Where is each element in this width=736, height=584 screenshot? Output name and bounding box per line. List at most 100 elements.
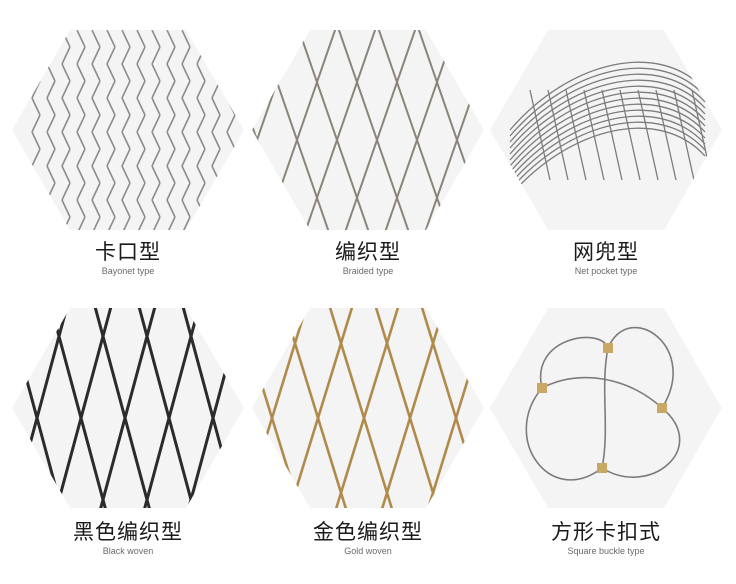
gold-woven-mesh-image	[252, 308, 484, 508]
wire-strand	[166, 165, 176, 184]
wire-strand	[673, 89, 695, 181]
wire-strand	[46, 30, 56, 48]
wire-strand	[181, 30, 191, 48]
wire-strand	[136, 97, 146, 116]
wire-strand	[88, 308, 162, 508]
product-card-net-pocket: 网兜型 Net pocket type	[490, 30, 722, 306]
wire-strand	[151, 148, 161, 167]
black-woven-mesh-image	[12, 308, 244, 508]
wire-strand	[76, 148, 86, 167]
product-title: 卡口型	[95, 240, 161, 264]
buckle-icon	[597, 463, 607, 473]
wire-strand	[46, 131, 56, 150]
wire-strand	[91, 80, 101, 99]
wire-strand	[121, 114, 131, 133]
product-subtitle: Square buckle type	[567, 546, 645, 556]
wire-strand	[166, 114, 176, 133]
wire-strand	[121, 199, 131, 218]
wire-strand	[91, 199, 101, 218]
wire-strand	[91, 165, 101, 184]
wire-strand	[31, 148, 41, 167]
wire-strand	[46, 165, 56, 184]
wire-strand	[31, 199, 41, 218]
wire-strand	[91, 182, 101, 201]
wire-strand	[136, 165, 146, 184]
product-subtitle: Braided type	[342, 266, 394, 276]
wire-strand	[151, 80, 161, 99]
wire-strand	[46, 216, 56, 230]
wire-strand	[181, 165, 191, 184]
wire-strand	[91, 97, 101, 116]
wire-strand	[166, 30, 176, 48]
wire-strand	[601, 89, 623, 181]
buckle-icon	[537, 383, 547, 393]
wire-strand	[136, 148, 146, 167]
wire-strand	[121, 97, 131, 116]
wire-strand	[226, 199, 236, 218]
wire-strand	[151, 131, 161, 150]
product-title: 编织型	[335, 240, 401, 264]
wire-strand	[196, 97, 206, 116]
wire-strand	[31, 30, 41, 48]
product-card-gold-woven: 金色编织型 Gold woven	[252, 308, 484, 584]
wire-strand	[211, 216, 221, 230]
wire-strand	[121, 30, 131, 48]
wire-strand	[31, 182, 41, 201]
wire-strand	[655, 89, 677, 181]
product-card-square-buckle: 方形卡扣式 Square buckle type	[490, 308, 722, 584]
wire-strand	[136, 131, 146, 150]
wire-strand	[166, 131, 176, 150]
product-title: 黑色编织型	[73, 520, 183, 544]
wire-strand	[136, 30, 146, 48]
wire-strand	[509, 85, 706, 155]
wire-strand	[211, 131, 221, 150]
wire-strand	[76, 199, 86, 218]
wire-strand	[76, 182, 86, 201]
wire-strand	[252, 308, 314, 508]
wire-strand	[181, 131, 191, 150]
wire-strand	[31, 216, 41, 230]
wire-strand	[91, 63, 101, 82]
wire-strand	[196, 165, 206, 184]
wire-strand	[619, 89, 641, 181]
wire-strand	[121, 165, 131, 184]
wire-strand	[565, 89, 587, 181]
wire-strand	[121, 148, 131, 167]
wire-strand	[509, 103, 706, 173]
wire-strand	[91, 30, 101, 48]
wire-strand	[509, 127, 706, 197]
wire-strand	[106, 199, 116, 218]
wire-strand	[637, 89, 659, 181]
wire-strand	[46, 199, 56, 218]
product-card-braided: 编织型 Braided type	[252, 30, 484, 306]
product-subtitle: Net pocket type	[574, 266, 638, 276]
wire-strand	[31, 46, 41, 65]
wire-strand	[61, 165, 71, 184]
wire-strand	[509, 109, 706, 179]
wire-strand	[106, 182, 116, 201]
wire-strand	[61, 131, 71, 150]
wire-strand	[136, 46, 146, 65]
wire-strand	[151, 63, 161, 82]
wire-strand	[211, 30, 221, 48]
wire-strand	[76, 165, 86, 184]
wire-strand	[106, 131, 116, 150]
wire-strand	[368, 308, 452, 508]
wire-strand	[509, 73, 706, 143]
wire-strand	[226, 63, 236, 82]
wire-strand	[31, 114, 41, 133]
wire-strand	[211, 199, 221, 218]
wire-strand	[121, 80, 131, 99]
wire-strand	[181, 97, 191, 116]
wire-strand	[226, 80, 236, 99]
wire-strand	[226, 131, 236, 150]
wire-strand	[151, 46, 161, 65]
product-title: 方形卡扣式	[551, 520, 661, 544]
product-card-bayonet: 卡口型 Bayonet type	[12, 30, 244, 306]
wire-strand	[196, 148, 206, 167]
wire-strand	[196, 216, 206, 230]
wire-strand	[181, 182, 191, 201]
wire-strand	[136, 80, 146, 99]
wire-strand	[151, 199, 161, 218]
wire-strand	[46, 114, 56, 133]
